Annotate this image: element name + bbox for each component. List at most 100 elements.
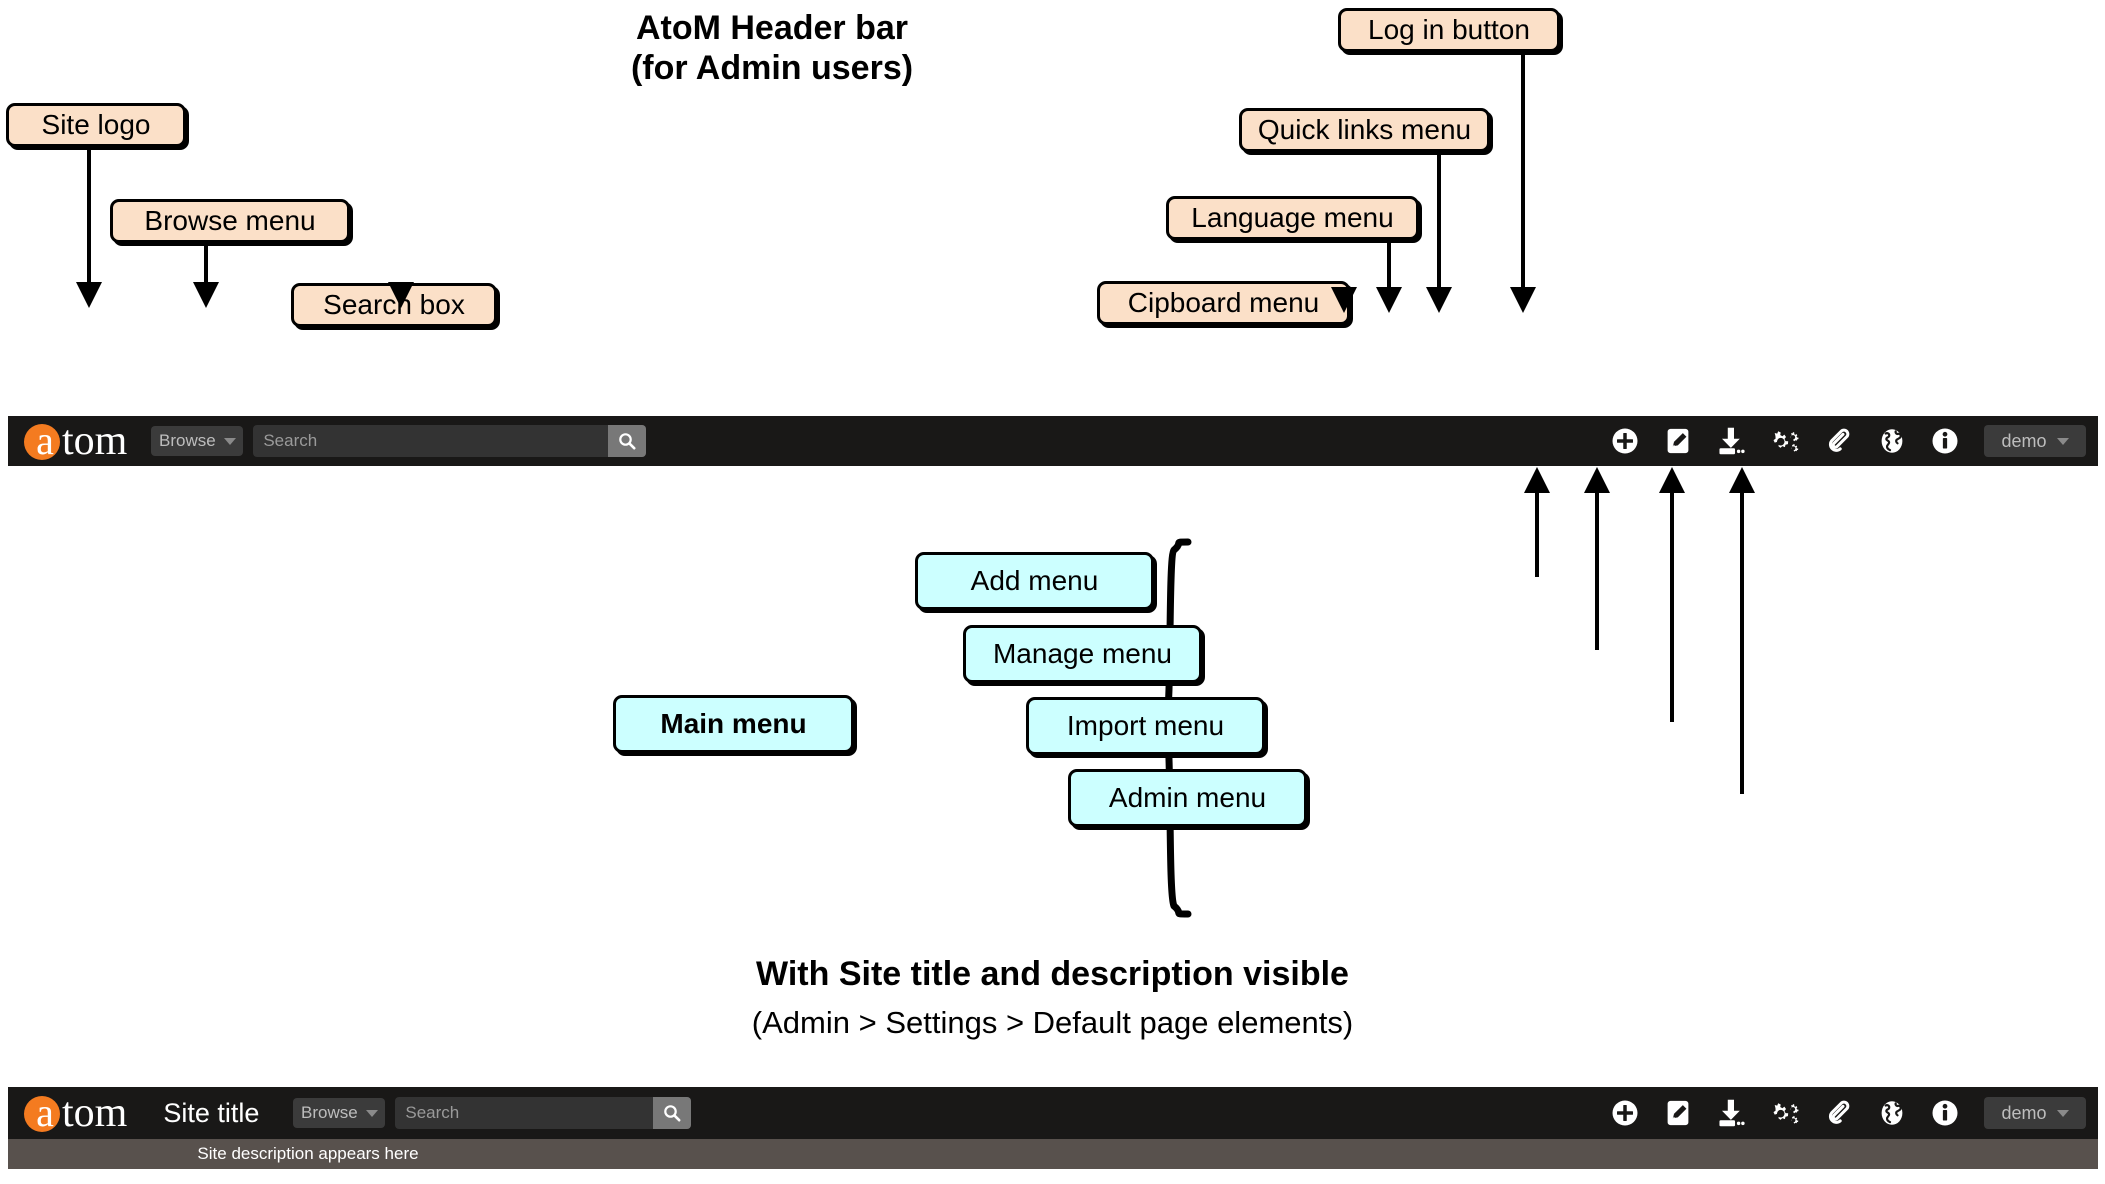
browse-menu-label: Browse	[301, 1103, 358, 1122]
callout-clipboard-menu: Cipboard menu	[1097, 281, 1350, 325]
admin-icon	[1773, 431, 1799, 452]
search-icon	[619, 433, 636, 450]
clipboard-menu-button[interactable]	[1826, 1098, 1854, 1128]
logo-wordmark: tom	[62, 418, 128, 464]
arrow-language-menu	[1376, 287, 1402, 313]
bottom-section-title: With Site title and description visible	[756, 955, 1349, 993]
language-menu-button[interactable]	[1878, 1098, 1906, 1128]
callout-label: Site logo	[41, 109, 151, 140]
atom-header-bar-top: a tom Browse Search	[8, 416, 2098, 466]
callout-site-logo: Site logo	[6, 103, 186, 147]
search-input[interactable]: Search	[405, 1103, 460, 1122]
quick-links-menu-button[interactable]	[1930, 1098, 1960, 1128]
arrow-manage-menu	[1584, 467, 1610, 493]
leader-line-admin-menu	[1740, 492, 1744, 794]
callout-add-menu: Add menu	[915, 552, 1154, 610]
search-submit-button[interactable]	[653, 1097, 692, 1129]
leader-line-site-logo	[87, 147, 91, 284]
globe-icon	[1881, 1101, 1903, 1125]
leader-line-quick-links-menu	[1437, 152, 1441, 287]
globe-icon	[1881, 429, 1903, 453]
logo-wordmark: tom	[62, 1090, 128, 1136]
import-icon	[1719, 1099, 1745, 1127]
callout-import-menu: Import menu	[1026, 697, 1265, 755]
quick-links-menu-button[interactable]	[1930, 426, 1960, 456]
callout-admin-menu: Admin menu	[1068, 769, 1307, 827]
import-icon	[1719, 427, 1745, 455]
callout-label: Cipboard menu	[1127, 287, 1320, 318]
callout-label: Add menu	[970, 565, 1099, 596]
browse-menu-label: Browse	[159, 431, 216, 450]
paperclip-icon	[1828, 428, 1850, 452]
manage-menu-button[interactable]	[1664, 426, 1692, 456]
manage-icon	[1667, 428, 1689, 454]
chevron-down-icon	[223, 437, 236, 445]
chevron-down-icon	[2056, 1109, 2069, 1117]
arrow-quick-links-menu	[1426, 287, 1452, 313]
page-title: AtoM Header bar (for Admin users)	[630, 9, 914, 88]
paperclip-icon	[1828, 1100, 1850, 1124]
logo-a-mark: a	[24, 420, 64, 462]
user-menu-label: demo	[2001, 430, 2047, 451]
arrow-import-menu	[1659, 467, 1685, 493]
log-in-user-menu-button[interactable]: demo	[1984, 1097, 2086, 1129]
arrow-site-logo	[76, 282, 102, 308]
add-icon	[1612, 428, 1638, 454]
leader-line-browse-menu	[204, 243, 208, 284]
leader-line-import-menu	[1670, 492, 1674, 722]
browse-menu-button[interactable]: Browse	[293, 1098, 386, 1128]
admin-menu-button[interactable]	[1770, 426, 1802, 456]
leader-line-manage-menu	[1595, 492, 1599, 650]
admin-icon	[1773, 1103, 1799, 1124]
leader-line-language-menu	[1387, 240, 1391, 287]
chevron-down-icon	[365, 1109, 378, 1117]
bottom-section-subtitle: (Admin > Settings > Default page element…	[751, 1005, 1354, 1040]
logo-a-mark: a	[24, 1092, 64, 1134]
site-description-text: Site description appears here	[197, 1144, 419, 1163]
callout-browse-menu: Browse menu	[110, 199, 350, 243]
arrow-add-menu	[1524, 467, 1550, 493]
search-icon	[664, 1105, 681, 1122]
callout-label: Main menu	[660, 708, 807, 739]
callout-manage-menu: Manage menu	[963, 625, 1202, 683]
import-menu-button[interactable]	[1716, 1098, 1746, 1128]
callout-label: Browse menu	[144, 205, 316, 236]
callout-label: Language menu	[1191, 202, 1394, 233]
search-submit-button[interactable]	[608, 425, 647, 457]
add-menu-button[interactable]	[1610, 1098, 1640, 1128]
browse-menu-button[interactable]: Browse	[151, 426, 244, 456]
clipboard-menu-button[interactable]	[1826, 426, 1854, 456]
search-box[interactable]: Search	[395, 1097, 692, 1129]
arrow-clipboard-menu	[1331, 287, 1357, 313]
manage-icon	[1667, 1100, 1689, 1126]
arrow-admin-menu	[1729, 467, 1755, 493]
callout-label: Log in button	[1368, 14, 1530, 45]
leader-line-search-box	[399, 327, 403, 329]
arrow-search-box	[388, 282, 414, 308]
callout-label: Quick links menu	[1257, 114, 1472, 145]
callout-log-in-button: Log in button	[1338, 8, 1560, 52]
log-in-user-menu-button[interactable]: demo	[1984, 425, 2086, 457]
callout-label: Admin menu	[1108, 782, 1267, 813]
chevron-down-icon	[2056, 437, 2069, 445]
language-menu-button[interactable]	[1878, 426, 1906, 456]
site-logo[interactable]: a tom	[24, 418, 128, 464]
add-menu-button[interactable]	[1610, 426, 1640, 456]
add-icon	[1612, 1100, 1638, 1126]
search-input[interactable]: Search	[263, 431, 318, 450]
arrow-log-in-button	[1510, 287, 1536, 313]
leader-line-log-in-button	[1521, 52, 1525, 287]
site-description-bar: Site description appears here	[8, 1139, 2098, 1169]
callout-language-menu: Language menu	[1166, 196, 1419, 240]
search-box[interactable]: Search	[253, 425, 647, 457]
leader-line-add-menu	[1535, 492, 1539, 577]
import-menu-button[interactable]	[1716, 426, 1746, 456]
manage-menu-button[interactable]	[1664, 1098, 1692, 1128]
arrow-browse-menu	[193, 282, 219, 308]
site-title: Site title	[163, 1097, 260, 1128]
callout-quick-links-menu: Quick links menu	[1239, 108, 1490, 152]
site-logo[interactable]: a tom	[24, 1090, 128, 1136]
callout-label: Manage menu	[992, 638, 1172, 669]
admin-menu-button[interactable]	[1770, 1098, 1802, 1128]
